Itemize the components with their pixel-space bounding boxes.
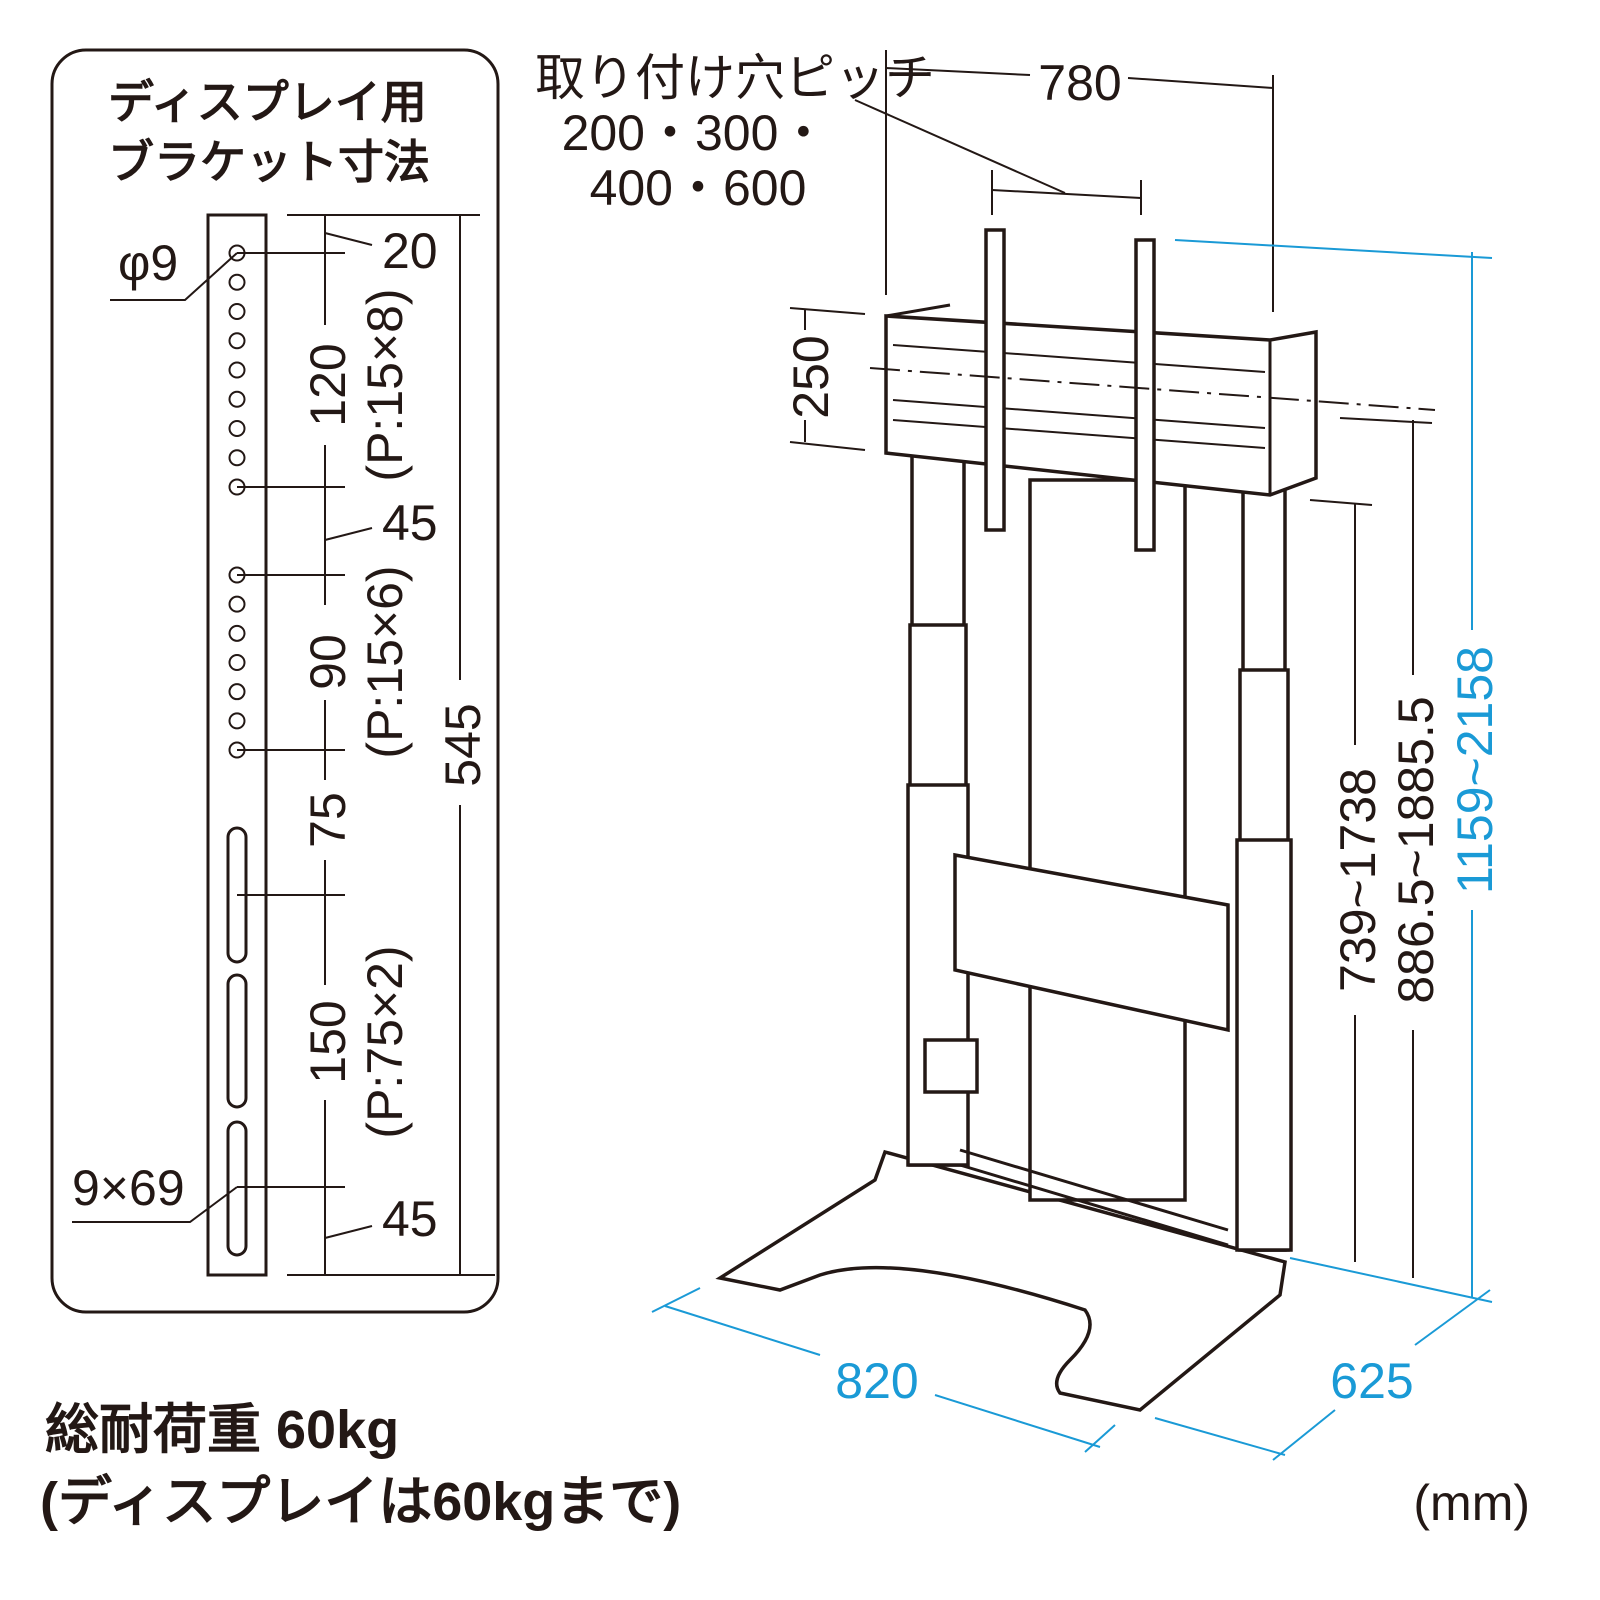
dim-45-lower-label: 45	[382, 1191, 438, 1247]
total-load-label: 総耐荷重 60kg	[45, 1400, 399, 1460]
dim-150-label: 150	[300, 1000, 356, 1083]
height-total-label: 1159~2158	[1447, 646, 1503, 894]
cross-plate	[953, 852, 1230, 1033]
panel-title-line1: ディスプレイ用	[108, 76, 427, 128]
stand-dimension-lines	[789, 50, 1433, 1278]
height-range-1-label: 739~1738	[1330, 768, 1386, 992]
blue-dimension-lines	[651, 239, 1493, 1461]
stand-drawing	[715, 228, 1436, 1412]
dim-total-label: 545	[435, 703, 491, 786]
dim-90-label: 90	[300, 634, 356, 690]
dim-120-label: 120	[300, 343, 356, 426]
mount-pitch-values-1: 200・300・	[562, 105, 829, 161]
slot-size-label: 9×69	[72, 1160, 185, 1216]
height-range-2-label: 886.5~1885.5	[1388, 696, 1444, 1003]
mount-pitch-label: 取り付け穴ピッチ	[535, 50, 935, 106]
bracket-bar	[206, 213, 268, 1277]
panel-border	[50, 48, 500, 1314]
center-column	[1028, 478, 1187, 1202]
bracket-height-label: 250	[783, 335, 839, 418]
base-depth-label: 625	[1330, 1353, 1413, 1409]
mounting-hole	[228, 654, 246, 672]
mounting-hole	[228, 361, 246, 379]
base-width-label: 820	[835, 1353, 918, 1409]
base-plate	[715, 1149, 1287, 1412]
mounting-holes	[228, 244, 246, 759]
width-top-label: 780	[1038, 55, 1121, 111]
mounting-hole	[228, 303, 246, 320]
pitch-150-label: (P:75×2)	[357, 945, 413, 1138]
dim-top-label: 20	[382, 223, 438, 279]
dim-75-label: 75	[300, 792, 356, 848]
mount-arm-right	[1134, 238, 1156, 552]
mount-pitch-values-2: 400・600	[590, 160, 807, 216]
slot-2	[226, 973, 248, 1109]
left-pole-lower	[906, 783, 970, 1167]
pitch-120-label: (P:15×8)	[357, 288, 413, 481]
hole-diameter-label: φ9	[118, 235, 178, 291]
right-pole-lower	[1235, 838, 1293, 1252]
bracket-dimension-lines	[72, 214, 495, 1276]
mounting-hole	[228, 449, 246, 467]
dim-45-upper-label: 45	[382, 495, 438, 551]
center-line	[869, 367, 1436, 411]
display-load-label: (ディスプレイは60kgまで)	[40, 1472, 681, 1532]
mounting-hole	[228, 273, 246, 291]
mounting-hole	[228, 712, 246, 730]
cable-clip	[923, 1038, 979, 1094]
mounting-hole	[228, 332, 246, 350]
pitch-90-label: (P:15×6)	[357, 565, 413, 758]
unit-label: (mm)	[1413, 1475, 1530, 1531]
slot-3	[226, 1120, 248, 1257]
mounting-hole	[228, 624, 246, 642]
mount-arm-left	[984, 228, 1006, 532]
mounting-hole	[228, 595, 246, 613]
mounting-hole	[228, 420, 246, 437]
mounting-hole	[228, 390, 246, 408]
mounting-hole	[228, 683, 246, 701]
bracket-dimension-panel: ディスプレイ用 ブラケット寸法 φ	[50, 48, 500, 1314]
panel-title-line2: ブラケット寸法	[108, 136, 430, 188]
